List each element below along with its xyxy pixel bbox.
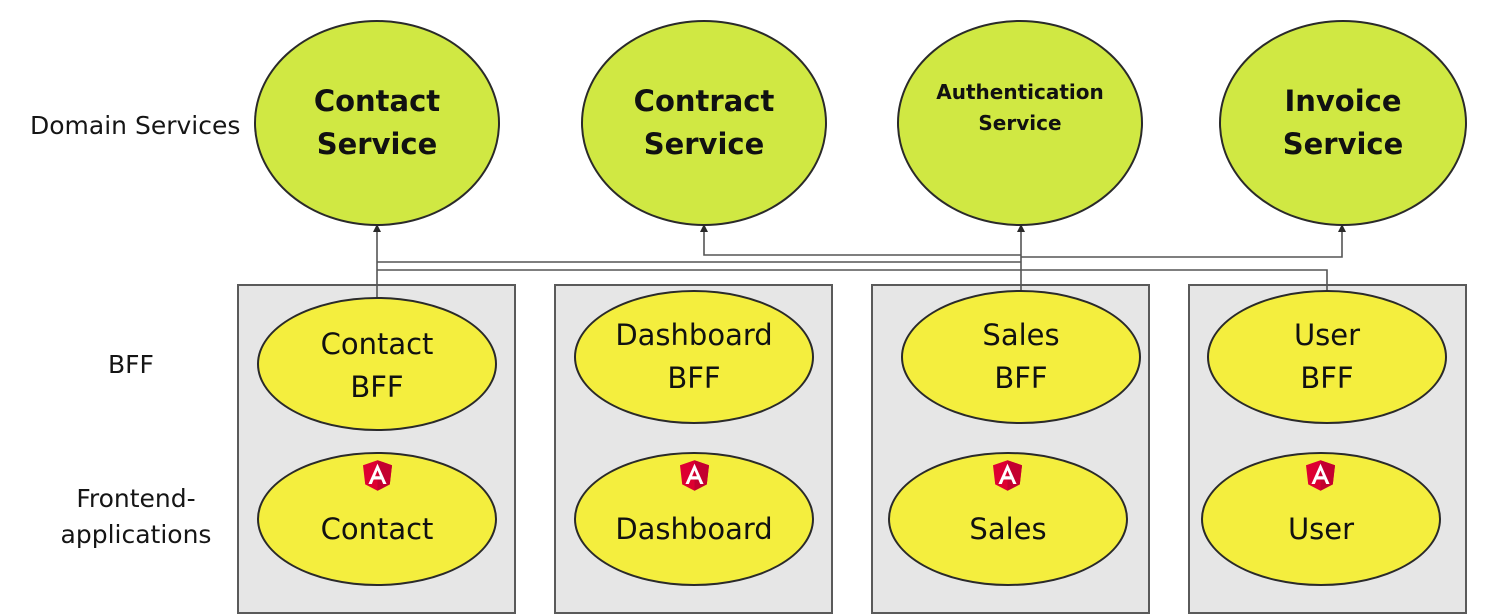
- bff-sales-line2: BFF: [994, 361, 1048, 395]
- row-label-domain-services: Domain Services: [30, 111, 241, 140]
- row-label-frontend-line2: applications: [60, 520, 212, 550]
- angular-icon: [680, 460, 709, 491]
- frontend-contact-label: Contact: [320, 512, 434, 547]
- bff-dashboard-line2: BFF: [667, 361, 721, 395]
- bff-dashboard: Dashboard BFF: [574, 290, 814, 424]
- connector-user-bff-to-contact-service: [377, 269, 1328, 290]
- bff-contact-line1: Contact: [320, 326, 434, 361]
- domain-service-contract: Contract Service: [581, 20, 827, 226]
- frontend-dashboard: Dashboard: [574, 452, 814, 586]
- domain-service-invoice-line1: Invoice: [1284, 83, 1402, 118]
- domain-service-authentication-line2: Service: [978, 111, 1062, 135]
- bff-dashboard-line1: Dashboard: [615, 317, 773, 352]
- bff-contact-line2: BFF: [350, 370, 404, 404]
- angular-icon: [993, 460, 1022, 491]
- frontend-dashboard-label: Dashboard: [615, 512, 773, 547]
- row-label-frontend-applications: Frontend- applications: [58, 481, 214, 554]
- frontend-user-label: User: [1287, 512, 1355, 547]
- domain-service-authentication-line1: Authentication: [936, 80, 1104, 104]
- bff-user-line2: BFF: [1300, 361, 1354, 395]
- domain-service-contract-line1: Contract: [633, 83, 775, 118]
- angular-icon: [1306, 460, 1335, 491]
- row-label-frontend-line1: Frontend-: [76, 484, 196, 513]
- bff-user-line1: User: [1293, 317, 1361, 352]
- domain-service-invoice: Invoice Service: [1219, 20, 1467, 226]
- bff-sales-line1: Sales: [982, 317, 1060, 352]
- domain-service-authentication: Authentication Service: [897, 20, 1143, 226]
- row-label-bff: BFF: [108, 350, 154, 379]
- frontend-sales-label: Sales: [969, 512, 1047, 547]
- angular-icon: [363, 460, 392, 491]
- domain-service-invoice-line2: Service: [1282, 127, 1404, 161]
- domain-service-contact: Contact Service: [254, 20, 500, 226]
- domain-service-contact-line1: Contact: [313, 83, 441, 118]
- bff-sales: Sales BFF: [901, 290, 1141, 424]
- bff-contact: Contact BFF: [257, 297, 497, 431]
- connector-sales-bff-to-contract-service: [700, 224, 1021, 256]
- bff-user: User BFF: [1207, 290, 1447, 424]
- domain-service-contact-line2: Service: [316, 127, 438, 161]
- connector-sales-bff-to-invoice-service: [1021, 224, 1346, 258]
- domain-service-contract-line2: Service: [643, 127, 765, 161]
